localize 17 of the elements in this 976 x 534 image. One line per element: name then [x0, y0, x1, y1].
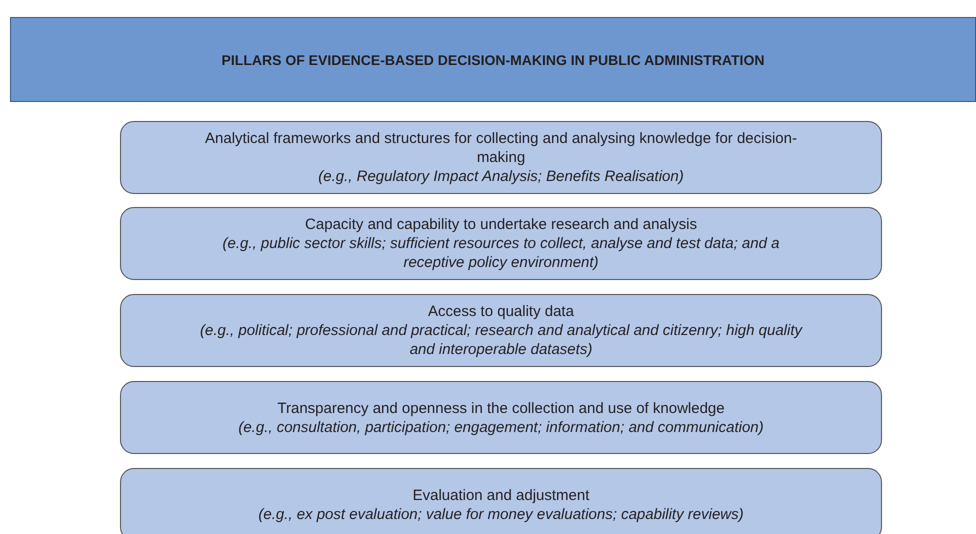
pillar-box — [120, 468, 882, 534]
pillar-text: Access to quality data — [428, 302, 574, 321]
header-band — [10, 17, 976, 102]
pillar-box — [120, 121, 882, 194]
example-text: (e.g., Regulatory Impact Analysis; Benefits Realisation) — [318, 167, 684, 186]
pillar-text: Capacity and capability to undertake research and analysis — [305, 215, 697, 234]
pillar-text: Evaluation and adjustment — [412, 486, 590, 504]
example-text: (e.g., political; professional and practical; research and analytical and citizenry; high quality and interoperable datasets) — [199, 321, 804, 359]
example-text: (e.g., ex post evaluation; value for money evaluations; capability reviews) — [258, 504, 744, 524]
pillar-box — [120, 294, 882, 367]
pillar-text: Analytical frameworks and structures for collecting and analysing knowledge for decision-making — [204, 129, 798, 167]
heading-text: PILLARS OF EVIDENCE-BASED DECISION-MAKING IN PUBLIC ADMINISTRATION — [222, 52, 764, 68]
pillar-box — [120, 207, 882, 280]
pillar-box — [120, 381, 882, 454]
example-text: (e.g., public sector skills; sufficient resources to collect, analyse and test data; and a receptive policy environment) — [222, 234, 780, 272]
pillar-text: Transparency and openness in the collection and use of knowledge — [277, 398, 725, 418]
example-text: (e.g., consultation, participation; engagement; information; and communication) — [238, 418, 764, 436]
